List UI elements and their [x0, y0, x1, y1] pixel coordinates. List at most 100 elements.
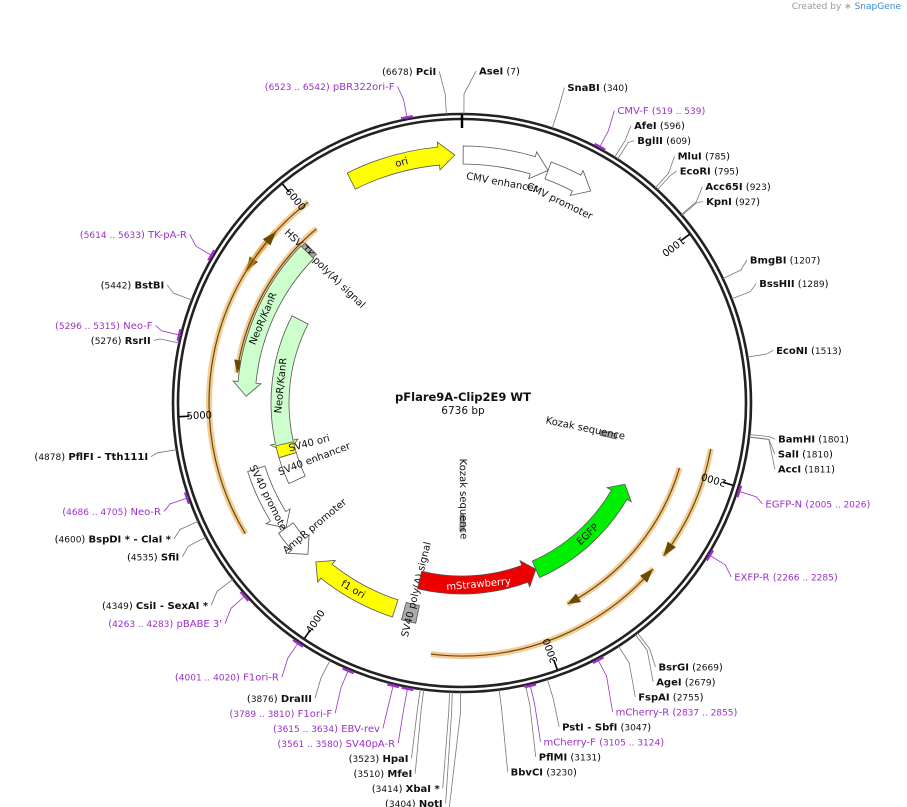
enzyme-label: MluI (785) [678, 152, 731, 163]
enzyme-leader [150, 449, 177, 457]
feature-kozak-sequence [459, 514, 465, 532]
enzyme-position: 2669 [696, 663, 719, 673]
enzyme-label: Acc65I (923) [705, 182, 771, 193]
primer-site-mark [183, 492, 191, 505]
enzyme-name: PflMI [539, 752, 567, 763]
primer-range: 4263 .. 4283 [112, 620, 169, 630]
enzyme-name: KpnI [706, 197, 732, 208]
enzyme-label: (3414) XbaI * [372, 784, 441, 795]
enzyme-label: SalI (1810) [778, 450, 833, 461]
primer-range: 3789 .. 3810 [233, 710, 291, 720]
enzyme-label: BamHI (1801) [778, 435, 849, 446]
enzyme-position: 4600 [59, 535, 82, 545]
enzyme-leader [680, 186, 703, 215]
primer-label: (4001 .. 4020) F1ori-R [175, 673, 279, 684]
enzyme-leader [551, 87, 565, 129]
primer-site-mark [592, 656, 604, 665]
enzyme-leader [614, 125, 632, 158]
enzyme-name: BspDI * - ClaI * [89, 534, 172, 545]
enzyme-leader [722, 259, 748, 279]
primer-site-mark [207, 249, 216, 262]
enzyme-position: 1289 [802, 280, 825, 290]
tick-label: 4000 [305, 608, 328, 635]
enzyme-leader [181, 536, 207, 558]
primer-site-mark [400, 114, 414, 120]
enzyme-position: 6678 [386, 68, 409, 78]
tick-label: 1000 [659, 234, 686, 258]
credit-brand: SnapGene [854, 2, 901, 12]
enzyme-name: EcoRI [680, 167, 711, 178]
primer-range: 519 .. 539 [656, 107, 702, 117]
enzyme-label: BssHII (1289) [759, 279, 828, 290]
enzyme-position: 1207 [794, 257, 817, 267]
enzyme-leader [524, 684, 537, 757]
enzyme-name: NotI [419, 799, 443, 807]
enzyme-position: 3230 [550, 768, 573, 778]
primer-name: mCherry-R [616, 707, 670, 718]
enzyme-label: (4349) CsiI - SexAI * [102, 601, 209, 612]
primer-range: 6523 .. 6542 [269, 83, 326, 93]
enzyme-leader [442, 691, 451, 789]
primer-range: 5296 .. 5315 [59, 322, 116, 332]
enzyme-label: (4600) BspDI * - ClaI * [55, 534, 172, 545]
enzyme-position: 4349 [106, 602, 129, 612]
enzyme-leader [153, 338, 180, 344]
enzyme-label: BmgBI (1207) [750, 256, 821, 267]
enzyme-position: 3414 [376, 785, 399, 795]
primer-range: 2837 .. 2855 [676, 708, 733, 718]
enzyme-name: MluI [678, 152, 702, 163]
orf-line [430, 568, 654, 657]
enzyme-label: PflMI (3131) [539, 752, 601, 763]
enzyme-name: BmgBI [750, 256, 787, 267]
primer-leader [334, 668, 350, 714]
orf-arrowhead [663, 541, 676, 556]
enzyme-position: 596 [664, 122, 681, 132]
orf-track [661, 448, 714, 558]
enzyme-name: MfeI [387, 769, 412, 780]
enzyme-label: FspAI (2755) [638, 692, 703, 703]
primer-label: EGFP-N (2005 .. 2026) [765, 499, 870, 510]
primer-leader [163, 497, 190, 512]
feature-cmv-promoter [544, 161, 592, 197]
enzyme-label: (3404) NotI [385, 799, 443, 807]
primer-label: mCherry-F (3105 .. 3124) [544, 737, 665, 748]
feature-label-ori: ori [394, 156, 409, 170]
feature-label-kozak-sequence: Kozak sequence [457, 459, 469, 540]
orf-line [208, 231, 277, 535]
primer-label: (4263 .. 4283) pBABE 3' [108, 619, 222, 630]
enzyme-label: (5276) RsrII [91, 336, 151, 347]
snapgene-logo-icon: ∗ [844, 2, 852, 12]
feature-sv40-promoter [247, 465, 291, 529]
enzyme-label: (6678) PciI [382, 67, 436, 78]
primer-label: EXFP-R (2266 .. 2285) [734, 572, 838, 583]
enzyme-leader [411, 688, 421, 759]
primer-name: F1ori-F [298, 709, 333, 720]
enzyme-name: PflFI - Tth111I [68, 452, 148, 463]
orf-arrowhead [639, 568, 654, 583]
enzyme-label: AccI (1811) [778, 465, 835, 476]
orf-line [663, 448, 712, 557]
enzyme-leader [634, 634, 654, 682]
feature-ori [346, 141, 456, 190]
enzyme-name: AccI [778, 465, 801, 476]
primer-name: SV40pA-R [346, 739, 395, 750]
feature-label-neor-kanr: NeoR/KanR [273, 357, 289, 414]
enzyme-name: AfeI [634, 121, 657, 132]
tick-label: 5000 [186, 410, 212, 422]
primer-name: Neo-F [123, 321, 153, 332]
primer-leader [224, 594, 247, 624]
tick-label: 3000 [542, 637, 561, 665]
orf-line [567, 467, 681, 605]
enzyme-label: PstI - SbfI (3047) [562, 722, 651, 733]
feature-f1-ori [315, 559, 399, 618]
enzyme-position: 923 [750, 183, 767, 193]
enzyme-label: (3876) DraIII [247, 694, 312, 705]
orf-layer [206, 199, 714, 659]
primer-leader [397, 686, 409, 744]
primer-name: EBV-rev [341, 724, 380, 735]
primer-range: 4001 .. 4020 [179, 674, 237, 684]
enzyme-name: PstI - SbfI [562, 722, 617, 733]
enzyme-name: BssHII [759, 279, 794, 290]
enzyme-leader [445, 691, 453, 804]
primer-range: 3105 .. 3124 [603, 738, 661, 748]
